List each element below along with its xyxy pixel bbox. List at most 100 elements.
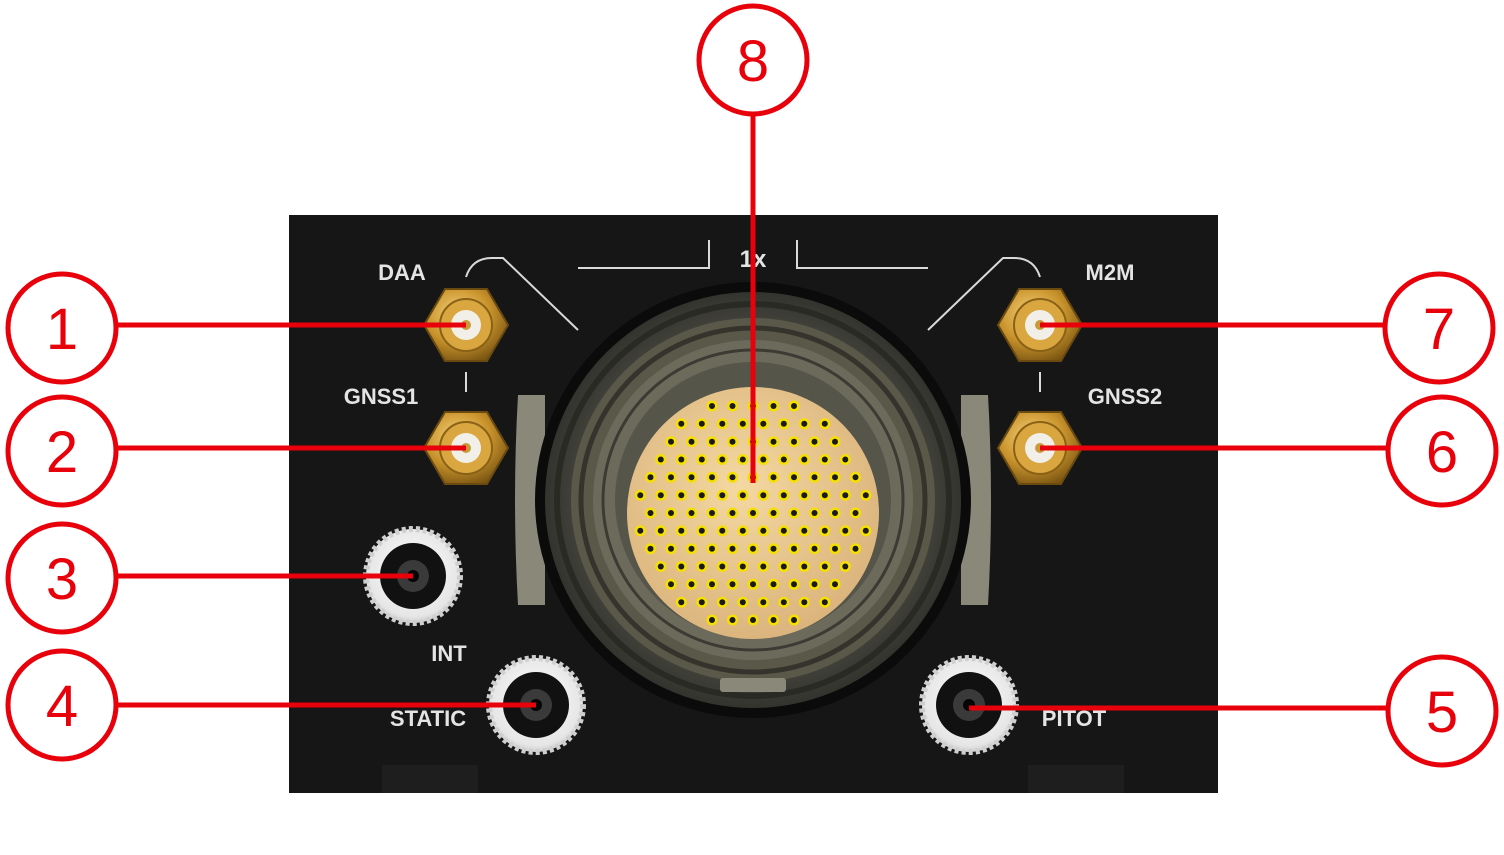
connector-pin-hole [698, 420, 705, 427]
connector-pin-hole [760, 527, 767, 534]
connector-pin-hole [698, 563, 705, 570]
connector-pin-hole [791, 617, 797, 623]
connector-pin-hole [811, 581, 818, 588]
connector-pin-hole [739, 527, 746, 534]
connector-pin-hole [678, 420, 685, 427]
callout-number-6: 6 [1426, 420, 1458, 485]
connector-pin-hole [791, 581, 797, 588]
connector-pin-hole [821, 527, 828, 534]
port-pitot [919, 655, 1019, 755]
connector-pin-hole [780, 492, 787, 499]
connector-side-bracket-left [515, 395, 545, 605]
label-gnss2: GNSS2 [1088, 384, 1163, 409]
label-static: STATIC [390, 706, 466, 731]
connector-pin-hole [780, 456, 787, 463]
connector-pin-hole [811, 510, 818, 516]
connector-pin-hole [637, 492, 644, 499]
connector-pin-hole [709, 510, 715, 516]
connector-pin-hole [791, 438, 797, 445]
connector-pin-hole [657, 527, 664, 534]
connector-pin-hole [688, 545, 695, 552]
connector-pin-hole [647, 510, 654, 516]
connector-pin-hole [729, 581, 736, 588]
connector-pin-hole [791, 474, 797, 481]
connector-pin-hole [770, 617, 777, 623]
callout-number-3: 3 [46, 547, 78, 612]
connector-pin-hole [791, 545, 797, 552]
connector-pin-hole [709, 438, 715, 445]
callout-circle-6 [1385, 394, 1499, 508]
callout-numbers: 1 2 3 4 5 6 7 8 [46, 29, 1458, 745]
connector-pin-hole [852, 510, 859, 516]
callout-circle-2 [5, 394, 119, 508]
connector-pin-hole [821, 492, 828, 499]
connector-pin-hole [770, 474, 777, 481]
panel-foot-left [382, 765, 478, 793]
connector-pin-hole [709, 617, 715, 623]
connector-pin-hole [811, 545, 818, 552]
connector-pin-hole [780, 563, 787, 570]
connector-pin-hole [709, 545, 715, 552]
callout-circle-5 [1385, 654, 1499, 768]
connector-pin-hole [832, 510, 838, 516]
connector-pin-hole [811, 474, 818, 481]
connector-pin-hole [842, 563, 849, 570]
connector-pin-hole [852, 545, 859, 552]
label-m2m: M2M [1086, 260, 1135, 285]
callout-number-7: 7 [1423, 297, 1455, 362]
connector-pin-hole [821, 456, 828, 463]
connector-pin-hole [719, 456, 726, 463]
connector-pin-hole [760, 599, 767, 606]
connector-pin-hole [770, 403, 777, 409]
connector-pin-hole [750, 581, 756, 588]
connector-pin-hole [729, 438, 736, 445]
connector-pin-hole [770, 510, 777, 516]
connector-pin-hole [811, 438, 818, 445]
connector-pin-hole [729, 545, 736, 552]
callout-number-4: 4 [46, 674, 78, 739]
connector-pin-hole [842, 527, 849, 534]
connector-pin-hole [801, 420, 808, 427]
connector-pin-hole [842, 492, 849, 499]
connector-pin-hole [678, 527, 685, 534]
connector-pin-hole [750, 617, 756, 623]
connector-pin-hole [688, 581, 695, 588]
connector-pin-hole [862, 492, 869, 499]
connector-pin-hole [780, 599, 787, 606]
connector-pin-hole [678, 599, 685, 606]
connector-pin-hole [698, 527, 705, 534]
label-gnss1: GNSS1 [344, 384, 419, 409]
connector-pin-hole [647, 474, 654, 481]
connector-pin-hole [688, 474, 695, 481]
connector-pin-hole [729, 617, 736, 623]
connector-pin-hole [678, 492, 685, 499]
connector-pin-hole [719, 527, 726, 534]
connector-pin-hole [821, 563, 828, 570]
connector-pin-hole [832, 581, 838, 588]
connector-pin-hole [760, 456, 767, 463]
connector-pin-hole [791, 403, 797, 409]
connector-pin-hole [678, 456, 685, 463]
connector-pin-hole [739, 456, 746, 463]
connector-pin-hole [832, 438, 838, 445]
connector-pin-hole [780, 420, 787, 427]
callout-circle-7 [1382, 271, 1496, 385]
connector-pin-hole [688, 510, 695, 516]
connector-pin-hole [668, 581, 674, 588]
connector-pin-hole [852, 474, 859, 481]
connector-pin-hole [719, 563, 726, 570]
connector-pin-hole [760, 492, 767, 499]
connector-pin-hole [760, 420, 767, 427]
connector-pin-hole [637, 527, 644, 534]
callout-circle-1 [5, 271, 119, 385]
connector-pin-hole [821, 599, 828, 606]
connector-pin-hole [739, 599, 746, 606]
label-daa: DAA [378, 260, 426, 285]
connector-pin-hole [750, 510, 756, 516]
connector-pin-hole [668, 510, 674, 516]
connector-pin-hole [832, 545, 838, 552]
connector-pin-hole [657, 492, 664, 499]
connector-pin-hole [770, 545, 777, 552]
connector-pin-hole [770, 438, 777, 445]
